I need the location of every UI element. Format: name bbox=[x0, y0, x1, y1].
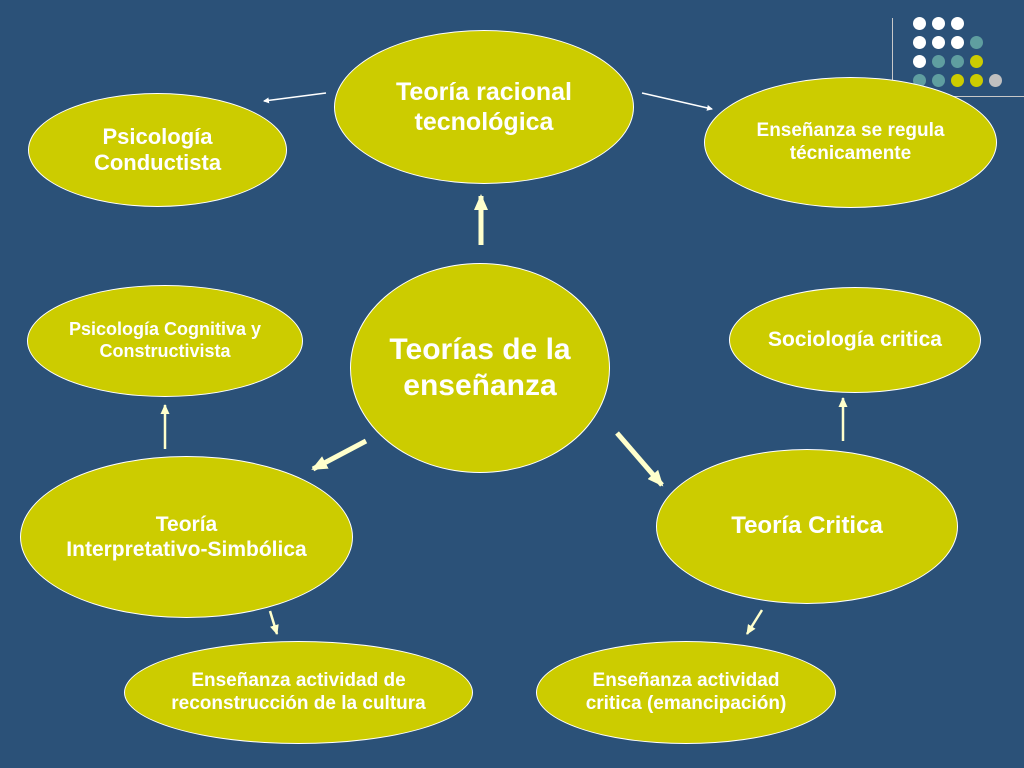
node-label: Enseñanza actividad critica (emancipació… bbox=[585, 669, 787, 714]
node-label: Teorías de la enseñanza bbox=[389, 333, 571, 402]
node-label: Psicología Conductista bbox=[93, 123, 222, 175]
node-ensenanza-critica-emancipacion: Enseñanza actividad critica (emancipació… bbox=[536, 641, 836, 744]
node-psicologia-conductista: Psicología Conductista bbox=[28, 93, 287, 207]
node-teoria-critica: Teoría Critica bbox=[656, 449, 958, 604]
node-label: Teoría Interpretativo-Simbólica bbox=[66, 512, 307, 561]
decorative-dot bbox=[932, 36, 945, 49]
node-label: Teoría Critica bbox=[731, 512, 883, 540]
node-label: Enseñanza se regula técnicamente bbox=[756, 119, 945, 164]
node-ensenanza-reconstruccion-cultura: Enseñanza actividad de reconstrucción de… bbox=[124, 641, 473, 744]
decorative-dot bbox=[970, 74, 983, 87]
arrow-racional-to-conductista bbox=[263, 92, 327, 104]
arrow-critica-to-emancipacion bbox=[745, 609, 764, 635]
node-ensenanza-regula-tecnicamente: Enseñanza se regula técnicamente bbox=[704, 77, 997, 208]
node-teoria-interpretativo-simbolica: Teoría Interpretativo-Simbólica bbox=[20, 456, 353, 618]
decorative-dot bbox=[951, 74, 964, 87]
decorative-dot bbox=[913, 17, 926, 30]
decorative-dot bbox=[913, 55, 926, 68]
node-label: Enseñanza actividad de reconstrucción de… bbox=[171, 669, 426, 714]
decorative-dot bbox=[913, 36, 926, 49]
node-teorias-de-la-ensenanza: Teorías de la enseñanza bbox=[350, 263, 610, 473]
decorative-dot bbox=[932, 55, 945, 68]
decorative-dot bbox=[951, 55, 964, 68]
decorative-dot bbox=[989, 74, 1002, 87]
node-label: Psicología Cognitiva y Constructivista bbox=[68, 319, 262, 361]
decorative-dot bbox=[970, 36, 983, 49]
arrow-interpretativo-to-reconstruccion bbox=[268, 610, 279, 635]
decorative-vertical-line bbox=[892, 18, 893, 136]
node-label: Teoría racional tecnológica bbox=[396, 78, 572, 136]
arrow-racional-to-regula bbox=[641, 92, 713, 111]
decorative-dot bbox=[951, 36, 964, 49]
decorative-dot bbox=[932, 74, 945, 87]
arrow-central-to-interpretativo bbox=[311, 438, 368, 472]
node-sociologia-critica: Sociología critica bbox=[729, 287, 981, 393]
decorative-dot bbox=[951, 17, 964, 30]
decorative-dot bbox=[970, 55, 983, 68]
arrow-central-to-critica bbox=[615, 431, 664, 487]
node-psicologia-cognitiva-constructivista: Psicología Cognitiva y Constructivista bbox=[27, 285, 303, 397]
node-teoria-racional-tecnologica: Teoría racional tecnológica bbox=[334, 30, 634, 184]
node-label: Sociología critica bbox=[768, 328, 942, 352]
decorative-dot bbox=[932, 17, 945, 30]
